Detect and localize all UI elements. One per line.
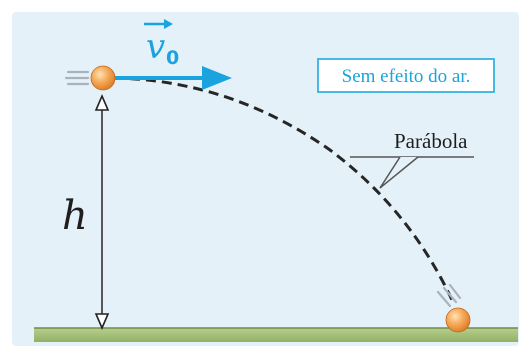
parabola-label: Parábola [394,129,468,153]
ball-end [445,307,471,333]
motion-lines-bottom-icon [436,283,462,308]
height-arrow-bottom-icon [94,313,110,331]
parabola-callout-pointer [379,156,419,189]
height-label: h [62,193,88,239]
panel-background [12,12,519,346]
motion-lines-top-icon [64,70,90,86]
air-note-box [317,58,495,93]
air-note-text: Sem efeito do ar. [342,66,471,87]
ball-start [90,65,116,91]
velocity-subscript: 0 [166,47,179,69]
vector-arrow-head-icon [164,19,173,29]
trajectory-parabola [113,76,454,301]
ground [34,328,518,342]
velocity-symbol: v [146,27,165,67]
height-arrow-top-icon [94,93,110,111]
velocity-arrow-head-icon [202,66,232,90]
velocity-label: v 0 [144,19,179,69]
